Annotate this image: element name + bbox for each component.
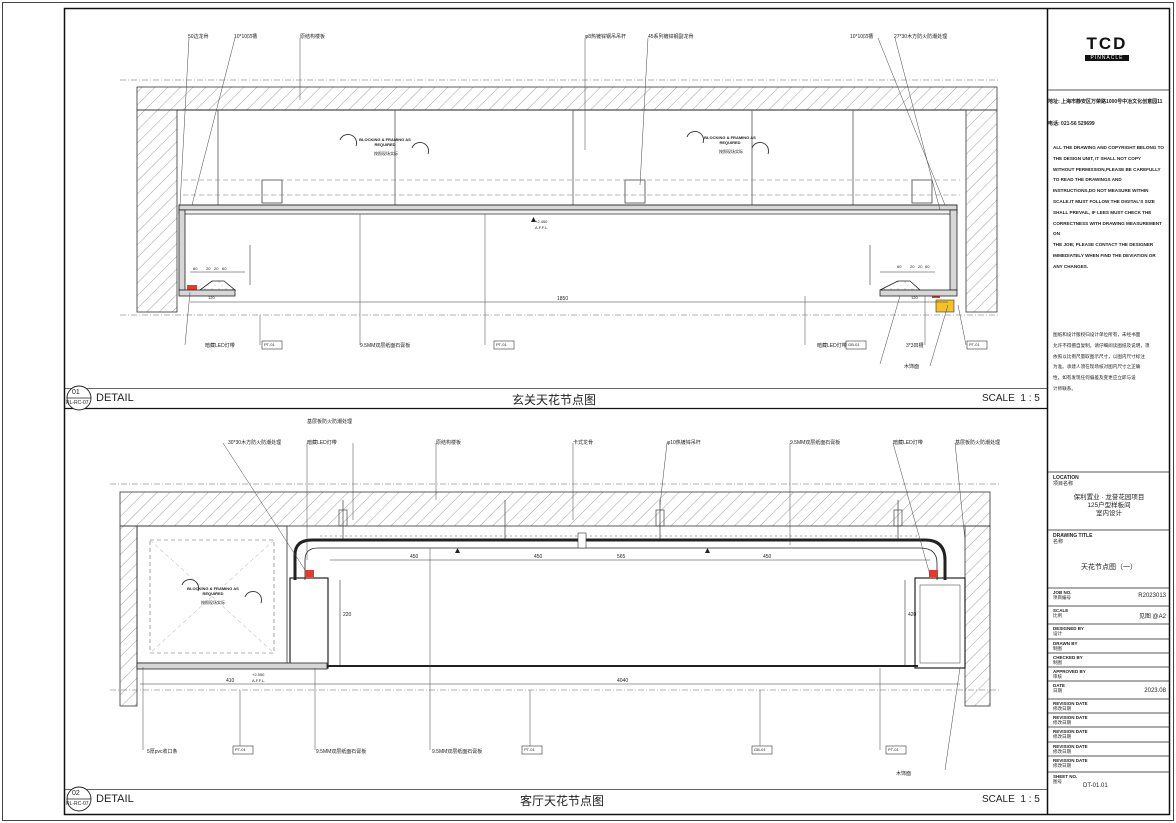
row-label: REVISION DATE — [1053, 758, 1088, 763]
location-label-cn: 项目名称 — [1053, 481, 1074, 487]
title-block-row: APPROVED BY 审核 — [1053, 669, 1168, 683]
row-label-cn: 修改日期 — [1053, 734, 1071, 739]
detail-01-drawing — [120, 37, 1000, 367]
row-label-cn: 比例 — [1053, 613, 1062, 618]
row-label-cn: 修改日期 — [1053, 763, 1071, 768]
row-label: REVISION DATE — [1053, 701, 1088, 706]
detail-02-bubble — [66, 786, 92, 812]
row-label: CHECKED BY — [1053, 655, 1083, 660]
title-block-row: REVISION DATE 修改日期 — [1053, 715, 1168, 729]
copyright-cn-line: 性，如有发现任何偏差及变更应立即与设 — [1053, 375, 1136, 381]
copyright-cn: 图纸和设计版权归设计单位所有，未经书面 允许不得擅自复制。请仔细阅读图纸及说明，… — [1053, 330, 1168, 395]
copyright-en-line: SCALE.IT MUST FOLLOW THE DIGITAL'S SIZE — [1053, 198, 1155, 204]
row-label: JOB NO. — [1053, 590, 1072, 595]
detail-01-bubble — [66, 385, 92, 411]
title-block-row: CHECKED BY 制图 — [1053, 655, 1168, 669]
logo-sub: PINNACLE — [1085, 55, 1129, 61]
title-block-row: SHEET NO. 图号 DT-01.01 — [1053, 774, 1168, 794]
row-label: SCALE — [1053, 608, 1069, 613]
title-block-row: REVISION DATE 修改日期 — [1053, 744, 1168, 758]
row-label: REVISION DATE — [1053, 715, 1088, 720]
location-label: LOCATION — [1053, 475, 1079, 481]
detail-02-drawing — [110, 442, 1000, 771]
copyright-en-line: WITHOUT PERMISSION,PLEASE BE CAREFULLY — [1053, 166, 1161, 172]
title-block-row: REVISION DATE 修改日期 — [1053, 729, 1168, 743]
row-label: APPROVED BY — [1053, 669, 1086, 674]
copyright-en-line: ANY CHANGES. — [1053, 263, 1089, 269]
row-label-cn: 图号 — [1053, 779, 1062, 784]
row-label-cn: 修改日期 — [1053, 720, 1071, 725]
row-label-cn: 制图 — [1053, 660, 1062, 665]
row-label: DRAWN BY — [1053, 641, 1078, 646]
brand-logo: TCD PINNACLE — [1062, 34, 1152, 61]
row-label-cn: 制图 — [1053, 646, 1062, 651]
inner-border — [63, 7, 1171, 816]
company-phone: 电话: 021-56 529699 — [1048, 121, 1095, 127]
row-label: REVISION DATE — [1053, 729, 1088, 734]
title-block-row: REVISION DATE 修改日期 — [1053, 701, 1168, 715]
copyright-en-line: THE JOB; PLEASE CONTACT THE DESIGNER — [1053, 242, 1154, 248]
project-name-1: 保利置业 · 龙誉花园项目 — [1073, 494, 1145, 501]
title-block-row: SCALE 比例 见图 @A2 — [1053, 608, 1168, 624]
row-label: DATE — [1053, 683, 1065, 688]
copyright-en-line: THE DESIGN UNIT, IT SHALL NOT COPY — [1053, 155, 1141, 161]
title-block-frame — [1048, 89, 1170, 773]
copyright-cn-line: 计师联系。 — [1053, 385, 1076, 391]
drawing-title-label: DRAWING TITLE — [1053, 533, 1093, 539]
row-value: 见图 @A2 — [1138, 614, 1166, 620]
row-label-cn: 项目编号 — [1053, 595, 1071, 600]
row-label: DESIGNED BY — [1053, 626, 1085, 631]
copyright-en-line: INSTRUCTIONS,DO NOT MEASURE WITHIN — [1053, 188, 1149, 194]
title-block-row: REVISION DATE 修改日期 — [1053, 758, 1168, 772]
copyright-en-line: IMMEDIATELY WHEN FIND THE DEVIATION OR — [1053, 252, 1156, 258]
project-name-2: 125户型样板间 — [1087, 502, 1131, 509]
copyright-en-line: TO READ THE DRAWINGS AND — [1053, 177, 1122, 183]
title-block-row: DATE 日期 2023.08 — [1053, 683, 1168, 699]
row-label: REVISION DATE — [1053, 744, 1088, 749]
row-label-cn: 设计 — [1053, 631, 1062, 636]
row-label-cn: 修改日期 — [1053, 749, 1071, 754]
logo-text: TCD — [1086, 34, 1128, 53]
drawing-title-label-cn: 名称 — [1053, 539, 1064, 545]
copyright-en: ALL THE DRAWING AND COPYRIGHT BELONG TO … — [1053, 143, 1168, 273]
copyright-en-line: SHALL PREVAIL, IF LEES MUST CHECK THE — [1053, 209, 1152, 215]
title-block: TCD PINNACLE 地址: 上海市静安区万荣路1000号中冶文化创意园11… — [1048, 8, 1170, 813]
title-block-row: JOB NO. 项目编号 R2023013 — [1053, 590, 1168, 606]
row-label-cn: 日期 — [1053, 688, 1062, 693]
row-label-cn: 修改日期 — [1053, 706, 1071, 711]
row-value: R2023013 — [1138, 593, 1166, 599]
title-block-row: DESIGNED BY 设计 — [1053, 626, 1168, 640]
copyright-en-line: CORRECTNESS WITH DRAWING MEASUREMENT ON — [1053, 220, 1162, 237]
copyright-cn-line: 图纸和设计版权归设计单位所有，未经书面 — [1053, 332, 1141, 337]
tag-boxes — [232, 340, 988, 755]
copyright-en-line: ALL THE DRAWING AND COPYRIGHT BELONG TO — [1053, 145, 1164, 150]
copyright-cn-line: 为准。承建人须在现场核对图内尺寸之正确 — [1053, 364, 1141, 370]
drawing-title: 天花节点图（一） — [1081, 564, 1137, 571]
row-label-cn: 审核 — [1053, 674, 1062, 679]
title-block-row: DRAWN BY 制图 — [1053, 641, 1168, 655]
copyright-cn-line: 依照以比例尺量取图示尺寸，以图内尺寸标注 — [1053, 353, 1145, 359]
row-value: 2023.08 — [1144, 688, 1166, 694]
row-label: SHEET NO. — [1053, 774, 1078, 779]
sheet-number: DT-01.01 — [1083, 783, 1108, 789]
company-address: 地址: 上海市静安区万荣路1000号中冶文化创意园11 — [1048, 99, 1163, 105]
copyright-cn-line: 允许不得擅自复制。请仔细阅读图纸及说明，须 — [1053, 342, 1150, 348]
project-name-3: 室内设计 — [1096, 510, 1122, 517]
